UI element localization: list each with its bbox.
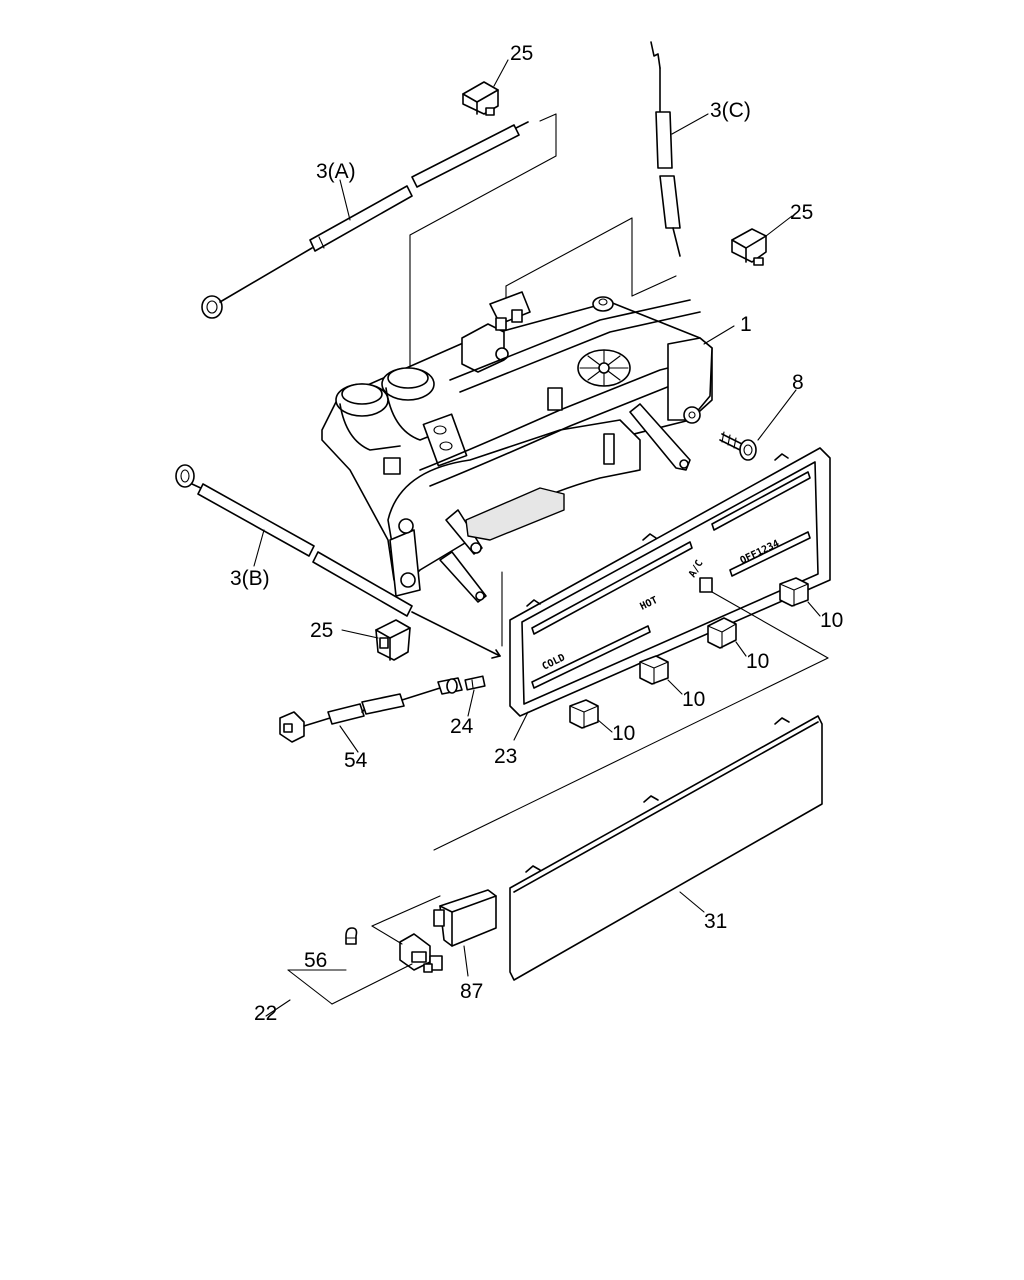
callout-22: 22 — [254, 1002, 277, 1025]
button-87 — [433, 889, 497, 947]
callout-lines — [253, 59, 821, 1017]
callout-25-right: 25 — [790, 201, 813, 224]
knob-10-a — [779, 577, 809, 607]
control-assembly-1 — [321, 291, 713, 603]
harness-54 — [279, 677, 463, 743]
callout-24: 24 — [450, 715, 474, 738]
callout-8: 8 — [792, 371, 804, 394]
callout-10-a: 10 — [820, 609, 843, 632]
knob-10-c — [639, 655, 669, 685]
callout-31: 31 — [704, 910, 727, 933]
knob-10-d — [569, 699, 599, 729]
callout-56: 56 — [304, 949, 327, 972]
callout-54: 54 — [344, 749, 368, 772]
callout-25-left: 25 — [310, 619, 333, 642]
callout-10-d: 10 — [612, 722, 635, 745]
callout-10-c: 10 — [682, 688, 705, 711]
bulb-24 — [464, 675, 486, 691]
knob-10-b — [707, 617, 737, 649]
clip-25-top — [462, 81, 499, 116]
cable-3a — [201, 113, 557, 461]
bulb-56 — [345, 927, 358, 945]
cable-3c — [505, 41, 681, 351]
callout-3a: 3(A) — [316, 160, 356, 183]
callout-10-b: 10 — [746, 650, 769, 673]
lens-31 — [509, 715, 823, 981]
clip-25-right — [731, 228, 767, 266]
switch-22 — [399, 933, 443, 973]
cable-3b — [175, 464, 503, 659]
callout-87: 87 — [460, 980, 483, 1003]
callout-1: 1 — [740, 313, 752, 336]
callout-3b: 3(B) — [230, 567, 270, 590]
callout-25-top: 25 — [510, 42, 533, 65]
callout-3c: 3(C) — [710, 99, 751, 122]
panel-23: COLD HOT OFF1234 A/C — [433, 447, 831, 851]
callout-23: 23 — [494, 745, 517, 768]
clip-25-left — [375, 619, 411, 661]
screw-8 — [719, 431, 757, 461]
